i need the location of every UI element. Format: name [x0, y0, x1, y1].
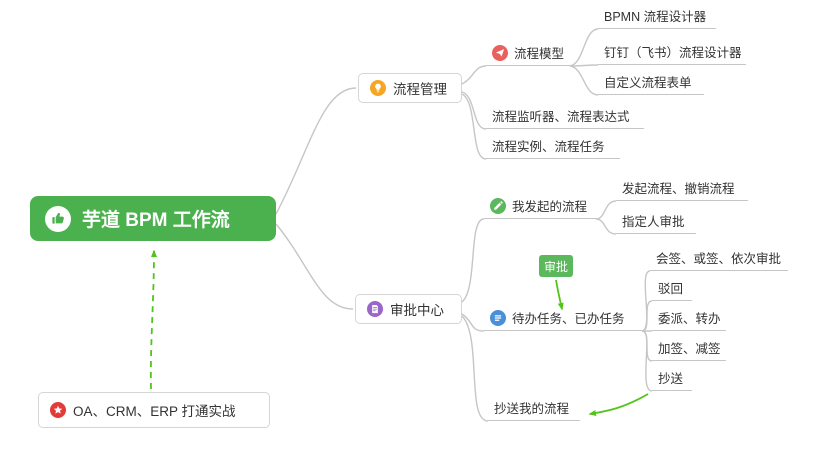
approval-tag[interactable]: 审批 — [539, 255, 573, 277]
node-addsign-removesign[interactable]: 加签、减签 — [652, 339, 726, 361]
cc-arrow — [588, 393, 649, 416]
node-practice[interactable]: OA、CRM、ERP 打通实战 — [38, 392, 270, 428]
node-delegate-transfer[interactable]: 委派、转办 — [652, 309, 726, 331]
cc-my-flows-label: 抄送我的流程 — [494, 402, 570, 416]
delegate-transfer-label: 委派、转办 — [658, 312, 721, 326]
node-process-management[interactable]: 流程管理 — [358, 73, 462, 103]
node-my-initiated-flows[interactable]: 我发起的流程 — [484, 197, 596, 219]
reject-label: 驳回 — [658, 282, 684, 296]
node-dingtalk-designer[interactable]: 钉钉（飞书）流程设计器 — [598, 43, 746, 65]
bpmn-designer-label: BPMN 流程设计器 — [604, 10, 707, 24]
root-label: 芋道 BPM 工作流 — [82, 210, 230, 231]
cc-label: 抄送 — [658, 372, 684, 386]
node-cc[interactable]: 抄送 — [652, 369, 692, 391]
star-icon — [50, 402, 66, 418]
addsign-removesign-label: 加签、减签 — [658, 342, 721, 356]
node-cc-my-flows[interactable]: 抄送我的流程 — [488, 399, 580, 421]
node-initiate-cancel-flow[interactable]: 发起流程、撤销流程 — [616, 179, 748, 201]
node-approval-center[interactable]: 审批中心 — [355, 294, 462, 324]
dingtalk-designer-label: 钉钉（飞书）流程设计器 — [604, 46, 742, 60]
node-bpmn-designer[interactable]: BPMN 流程设计器 — [598, 7, 716, 29]
approval-tag-label: 审批 — [543, 259, 568, 274]
node-todo-done-tasks[interactable]: 待办任务、已办任务 — [484, 309, 642, 331]
todo-done-label: 待办任务、已办任务 — [512, 312, 625, 326]
my-initiated-label: 我发起的流程 — [512, 200, 588, 214]
node-reject[interactable]: 驳回 — [652, 279, 692, 301]
node-process-listener-expression[interactable]: 流程监听器、流程表达式 — [486, 107, 644, 129]
listener-expression-label: 流程监听器、流程表达式 — [492, 110, 630, 124]
assigned-approval-label: 指定人审批 — [622, 215, 685, 229]
practice-arrow — [149, 249, 157, 390]
thumbs-up-icon — [45, 205, 71, 232]
initiate-cancel-label: 发起流程、撤销流程 — [622, 182, 735, 196]
process-model-label: 流程模型 — [514, 47, 565, 61]
node-process-instance-task[interactable]: 流程实例、流程任务 — [486, 137, 620, 159]
practice-label: OA、CRM、ERP 打通实战 — [73, 404, 236, 419]
tasks-icon — [490, 309, 506, 326]
process-management-label: 流程管理 — [393, 82, 447, 97]
node-assigned-approval[interactable]: 指定人审批 — [616, 212, 696, 234]
custom-form-label: 自定义流程表单 — [604, 76, 692, 90]
node-process-model[interactable]: 流程模型 — [486, 44, 570, 66]
approval-arrow — [555, 279, 564, 311]
node-root[interactable]: 芋道 BPM 工作流 — [30, 196, 276, 241]
paper-plane-icon — [492, 44, 508, 61]
lightbulb-icon — [370, 80, 386, 96]
instance-task-label: 流程实例、流程任务 — [492, 140, 605, 154]
countersign-label: 会签、或签、依次审批 — [656, 252, 782, 266]
node-countersign[interactable]: 会签、或签、依次审批 — [650, 249, 788, 271]
pencil-icon — [490, 197, 506, 214]
document-icon — [367, 301, 383, 317]
node-custom-form[interactable]: 自定义流程表单 — [598, 73, 704, 95]
approval-center-label: 审批中心 — [390, 303, 444, 318]
